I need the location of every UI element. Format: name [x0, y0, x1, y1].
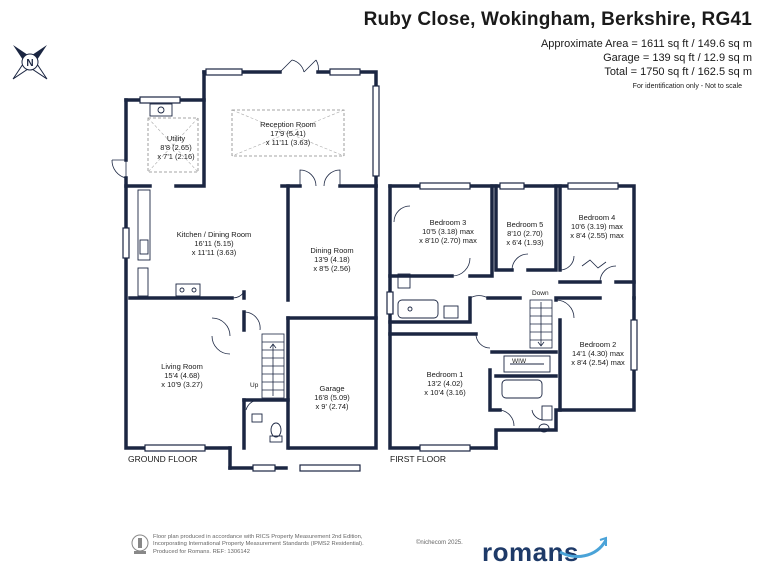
first-floor-label: FIRST FLOOR [390, 454, 447, 464]
footer-disclaimer: Floor plan produced in accordance with R… [153, 534, 364, 555]
romans-swoosh-icon [559, 536, 608, 558]
property-title: Ruby Close, Wokingham, Berkshire, RG41 [363, 9, 752, 30]
approx-area: Approximate Area = 1611 sq ft / 149.6 sq… [540, 38, 752, 50]
area-summary: Approximate Area = 1611 sq ft / 149.6 sq… [541, 37, 752, 79]
compass-north-label: N [26, 58, 33, 69]
garage-area: Garage = 139 sq ft / 12.9 sq m [603, 52, 752, 64]
ground-floor-label: GROUND FLOOR [128, 454, 198, 464]
walk-in-wardrobe-label: WIW [512, 358, 527, 365]
total-area: Total = 1750 sq ft / 162.5 sq m [604, 66, 752, 78]
compass-rose-icon: N [12, 45, 48, 80]
rics-logo-icon [131, 534, 149, 554]
disclaimer-note: For identification only - Not to scale [632, 83, 742, 90]
footer-copyright: ©nichecom 2025. [416, 540, 463, 546]
stairs-down-label: Down [532, 290, 549, 297]
stairs-up-label: Up [250, 382, 259, 389]
